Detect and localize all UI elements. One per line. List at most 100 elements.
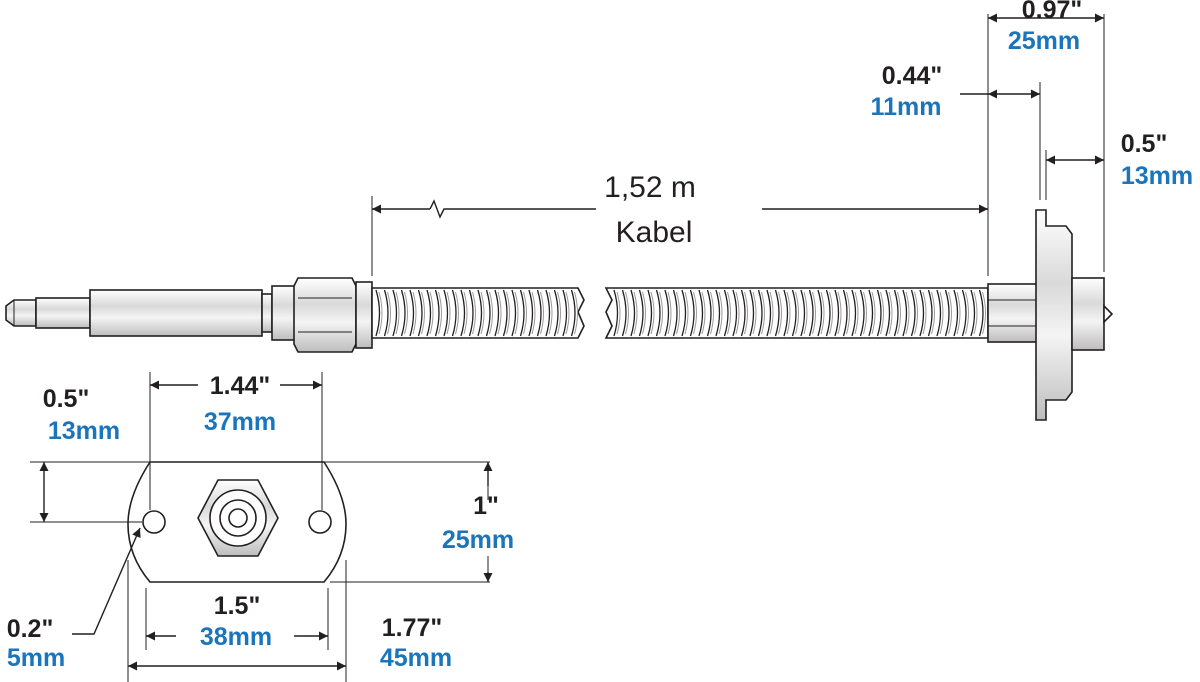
- cable-coil: [783, 289, 789, 337]
- cable-coil-shade: [701, 291, 706, 335]
- cable-coil-shade: [421, 291, 425, 335]
- cable-coil-shade: [965, 291, 969, 335]
- cable-coil: [553, 289, 559, 337]
- cable-coil-shade: [854, 291, 859, 335]
- cable-coil: [927, 289, 933, 337]
- cable-coil: [936, 289, 942, 337]
- mount-hole-right: [308, 510, 332, 534]
- cable-coil: [511, 289, 517, 337]
- cable-coil: [817, 289, 823, 337]
- rear-stud: [1071, 277, 1105, 351]
- cable-coil: [383, 289, 389, 337]
- cable-coil: [842, 289, 848, 337]
- stud-length-mm: 13mm: [1121, 162, 1193, 190]
- cable-coil: [502, 289, 508, 337]
- probe-collar: [261, 293, 273, 333]
- cable-coil-shade: [633, 291, 638, 335]
- cable-coil-shade: [922, 291, 927, 335]
- nut-washer: [355, 281, 373, 349]
- cable-coil: [825, 289, 831, 337]
- flange-plate: [1035, 209, 1073, 421]
- cable-coil-shade: [812, 291, 816, 335]
- rear-hex: [987, 283, 1039, 343]
- cable-coil-shade: [429, 291, 434, 335]
- front-dimensions: [30, 372, 493, 682]
- cable-coil-shade: [846, 291, 850, 335]
- cable-coil: [545, 289, 551, 337]
- cable-coil-shade: [863, 291, 867, 335]
- cable-coil-shade: [667, 291, 672, 335]
- cable-coil-shade: [744, 291, 748, 335]
- mount-side-view: [987, 209, 1114, 421]
- cable-coil: [655, 289, 661, 337]
- side-dimensions: [371, 13, 1105, 276]
- cable-coil-shade: [497, 291, 502, 335]
- cable-coil-shade: [684, 291, 689, 335]
- cable-coil-shade: [718, 291, 723, 335]
- hole-dia-mm: 5mm: [7, 644, 65, 672]
- cable-coil: [851, 289, 857, 337]
- cable-coil-shade: [956, 291, 961, 335]
- top-width-mm: 25mm: [1008, 27, 1080, 55]
- cable-coil-shade: [463, 291, 468, 335]
- cable-coil: [409, 289, 415, 337]
- stud-length-in: 0.5": [1121, 130, 1168, 158]
- cable-coil-shade: [404, 291, 408, 335]
- cable-coil-shade: [905, 291, 910, 335]
- cable-coil: [638, 289, 644, 337]
- cable-coil: [706, 289, 712, 337]
- cable-coil: [766, 289, 772, 337]
- cable-coil-shade: [650, 291, 655, 335]
- cable-coil-shade: [939, 291, 944, 335]
- cable-coil: [434, 289, 440, 337]
- cable-coil: [477, 289, 483, 337]
- cable-coil-shade: [659, 291, 663, 335]
- base-spacing-mm: 38mm: [200, 623, 272, 651]
- cable-length-label: 1,52 m: [604, 171, 696, 204]
- cable-coil: [944, 289, 950, 337]
- cable-coil-shade: [625, 291, 629, 335]
- cable-coil-shade: [531, 291, 536, 335]
- cable-coil-shade: [778, 291, 782, 335]
- cable-right-segment: [604, 287, 989, 339]
- cable-coil: [791, 289, 797, 337]
- cable-coil-shade: [693, 291, 697, 335]
- cable-coil: [808, 289, 814, 337]
- top-width-in: 0.97": [1022, 0, 1083, 24]
- cable-coil-shade: [387, 291, 391, 335]
- cable-coil: [426, 289, 432, 337]
- cable-coil-shade: [727, 291, 731, 335]
- plate-height-in: 1": [473, 492, 499, 520]
- labels: 1,52 m Kabel 0.97" 25mm 0.44" 11mm 0.5" …: [7, 0, 1193, 672]
- cable-coils-right: [613, 289, 986, 337]
- overall-width-in: 1.77": [382, 614, 443, 642]
- cable-coil-shade: [540, 291, 544, 335]
- cable-coil: [681, 289, 687, 337]
- cable-coil-shade: [931, 291, 935, 335]
- cable-coil: [570, 289, 576, 337]
- cable-coil: [392, 289, 398, 337]
- front-core: [228, 508, 248, 528]
- cable-coil-shade: [820, 291, 825, 335]
- cable-coil-shade: [455, 291, 459, 335]
- cable-coil-shade: [973, 291, 978, 335]
- cable-coil: [859, 289, 865, 337]
- cable-coil-shade: [897, 291, 901, 335]
- hole-offset-mm: 13mm: [48, 417, 120, 445]
- base-spacing-in: 1.5": [214, 592, 261, 620]
- cable-coil: [715, 289, 721, 337]
- cable-coil: [468, 289, 474, 337]
- cable-coil: [868, 289, 874, 337]
- cable-coil-shade: [642, 291, 646, 335]
- cable-coil-shade: [888, 291, 893, 335]
- cable-coil-shade: [795, 291, 799, 335]
- cable-coil: [732, 289, 738, 337]
- cable-coil: [919, 289, 925, 337]
- cable-coil: [494, 289, 500, 337]
- cable-coil: [800, 289, 806, 337]
- cable-coil-shade: [412, 291, 417, 335]
- cable-coil-shade: [948, 291, 952, 335]
- cable-coil: [876, 289, 882, 337]
- cable-coil-shade: [676, 291, 680, 335]
